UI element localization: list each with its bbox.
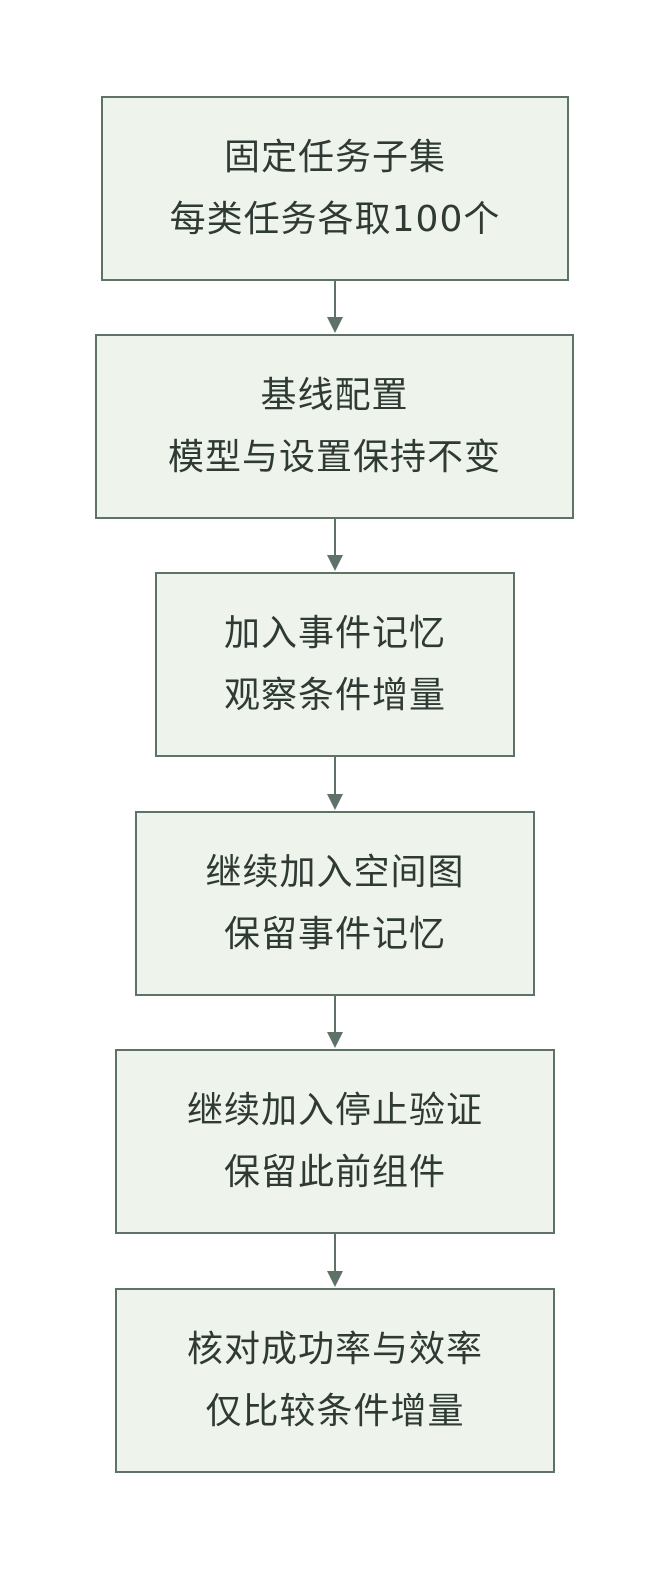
step-6-title: 核对成功率与效率 (186, 1328, 483, 1370)
step-6-box: 核对成功率与效率 仅比较条件增量 (115, 1288, 555, 1473)
step-4-title: 继续加入空间图 (205, 851, 465, 893)
step-3-detail: 观察条件增量 (223, 674, 446, 716)
step-3-title: 加入事件记忆 (223, 612, 446, 654)
arrow-5-to-6 (327, 1234, 343, 1287)
arrow-3-to-4 (327, 757, 343, 810)
step-2-box: 基线配置 模型与设置保持不变 (95, 334, 574, 519)
arrow-4-to-5 (327, 996, 343, 1048)
step-4-detail: 保留事件记忆 (223, 913, 446, 955)
step-1-box: 固定任务子集 每类任务各取100个 (101, 96, 569, 281)
step-6-detail: 仅比较条件增量 (205, 1390, 465, 1432)
step-1-detail: 每类任务各取100个 (169, 198, 501, 240)
step-4-box: 继续加入空间图 保留事件记忆 (135, 811, 535, 996)
step-2-detail: 模型与设置保持不变 (167, 436, 501, 478)
arrow-1-to-2 (327, 281, 343, 333)
step-2-title: 基线配置 (260, 374, 409, 416)
step-3-box: 加入事件记忆 观察条件增量 (155, 572, 515, 757)
step-5-box: 继续加入停止验证 保留此前组件 (115, 1049, 555, 1234)
step-5-detail: 保留此前组件 (223, 1151, 446, 1193)
step-1-title: 固定任务子集 (223, 136, 446, 178)
step-5-title: 继续加入停止验证 (186, 1089, 483, 1131)
arrow-2-to-3 (327, 519, 343, 571)
